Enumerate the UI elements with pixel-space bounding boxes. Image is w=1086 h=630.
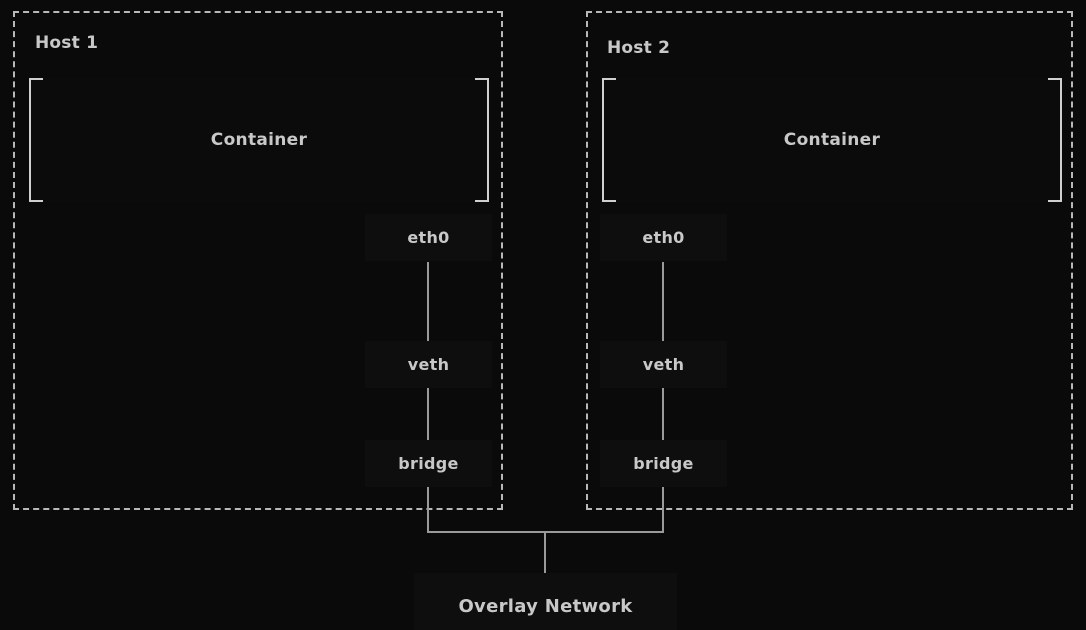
- host-2-bridge-node[interactable]: bridge: [600, 440, 727, 487]
- host-1-bridge-node[interactable]: bridge: [365, 440, 492, 487]
- bracket-left-icon: [29, 78, 43, 202]
- host-1-container-box: Container: [29, 78, 489, 202]
- host-1-container-label: Container: [210, 130, 308, 150]
- host-1-eth0-node[interactable]: eth0: [365, 214, 492, 261]
- host-2-boundary: [586, 11, 1073, 510]
- edge-host-2-veth-to-bridge: [662, 388, 664, 440]
- host-1-label: Host 1: [35, 33, 99, 53]
- host-2-label: Host 2: [607, 38, 671, 58]
- host-2-container-box: Container: [602, 78, 1062, 202]
- overlay-network-node[interactable]: Overlay Network: [414, 573, 677, 630]
- edge-host-1-eth0-to-veth: [427, 262, 429, 341]
- host-2-eth0-node[interactable]: eth0: [600, 214, 727, 261]
- bracket-left-icon: [602, 78, 616, 202]
- edge-host-2-eth0-to-veth: [662, 262, 664, 341]
- host-1-veth-node[interactable]: veth: [365, 341, 492, 388]
- edge-overlay-drop: [544, 531, 546, 573]
- host-2-container-label: Container: [783, 130, 881, 150]
- bracket-right-icon: [1048, 78, 1062, 202]
- edge-host-1-bridge-drop: [427, 487, 429, 533]
- edge-host-2-bridge-drop: [662, 487, 664, 533]
- host-1-boundary: [13, 11, 503, 510]
- bracket-right-icon: [475, 78, 489, 202]
- edge-host-1-veth-to-bridge: [427, 388, 429, 440]
- host-2-veth-node[interactable]: veth: [600, 341, 727, 388]
